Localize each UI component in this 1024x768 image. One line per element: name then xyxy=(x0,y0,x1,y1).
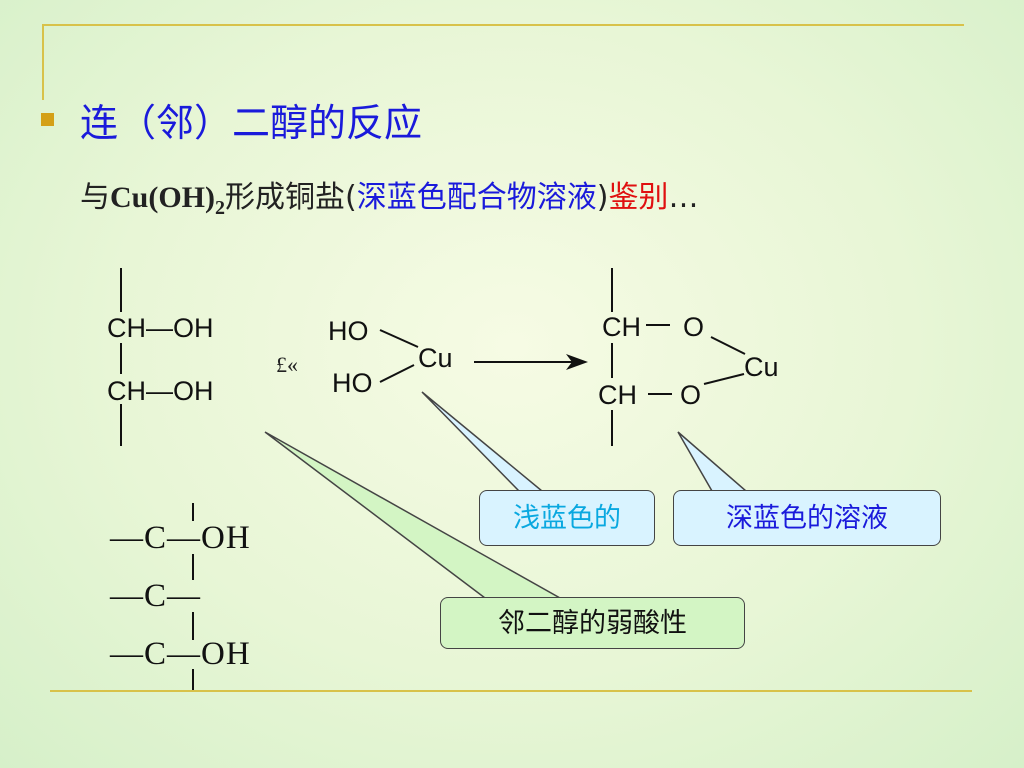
diol-bottom-group: CH—OH xyxy=(107,376,214,406)
triol-row-1: —C—OH xyxy=(110,520,251,556)
slide-title: 连（邻）二醇的反应 xyxy=(80,101,423,145)
product-bond-top xyxy=(646,324,670,326)
bond-o-cu-top xyxy=(710,336,746,355)
cu-hydroxide-ho-bottom: HO xyxy=(332,368,373,398)
triol-row-3: —C—OH xyxy=(110,636,251,672)
product-ch-bottom: CH xyxy=(598,380,637,410)
subtitle-blue-text: 深蓝色配合物溶液 xyxy=(356,180,597,215)
callout-shallow-blue: 浅蓝色的 xyxy=(479,490,655,546)
cu-hydroxide-cu: Cu xyxy=(418,343,453,373)
subtitle-part3: ) xyxy=(596,180,609,215)
product-cu: Cu xyxy=(744,352,779,382)
diol-top-group: CH—OH xyxy=(107,313,214,343)
callout-weak-acidity: 邻二醇的弱酸性 xyxy=(440,597,745,649)
subtitle-part1: 与 xyxy=(80,180,110,215)
bottom-rule xyxy=(50,690,972,692)
bond-ho-cu-top xyxy=(379,329,419,348)
subtitle-line: 与Cu(OH)2形成铜盐(深蓝色配合物溶液)鉴别… xyxy=(80,172,698,220)
plus-sign: £« xyxy=(276,352,298,377)
top-rule xyxy=(42,24,964,26)
left-rule xyxy=(42,24,44,100)
product-ch-top: CH xyxy=(602,312,641,342)
product-o-top: O xyxy=(683,312,705,342)
bullet-square-icon xyxy=(41,113,54,126)
product-o-bottom: O xyxy=(680,380,702,410)
subtitle-part2: 形成铜盐( xyxy=(225,180,357,215)
subtitle-formula: Cu(OH) xyxy=(110,181,215,214)
subtitle-red-text: 鉴别 xyxy=(608,180,669,215)
triol-row-2: —C— xyxy=(110,578,202,614)
arrow-head-icon xyxy=(566,354,588,370)
cu-hydroxide-ho-top: HO xyxy=(328,316,369,346)
bond-ho-cu-bottom xyxy=(379,364,415,383)
callout-deep-blue-solution: 深蓝色的溶液 xyxy=(673,490,941,546)
product-bond-bottom xyxy=(648,393,672,395)
subtitle-formula-subscript: 2 xyxy=(215,197,225,219)
callout-tail-deep xyxy=(677,431,749,492)
callout-tail-shallow xyxy=(421,391,545,492)
bond-o-cu-bottom xyxy=(703,373,745,385)
subtitle-ellipsis: … xyxy=(668,180,699,215)
